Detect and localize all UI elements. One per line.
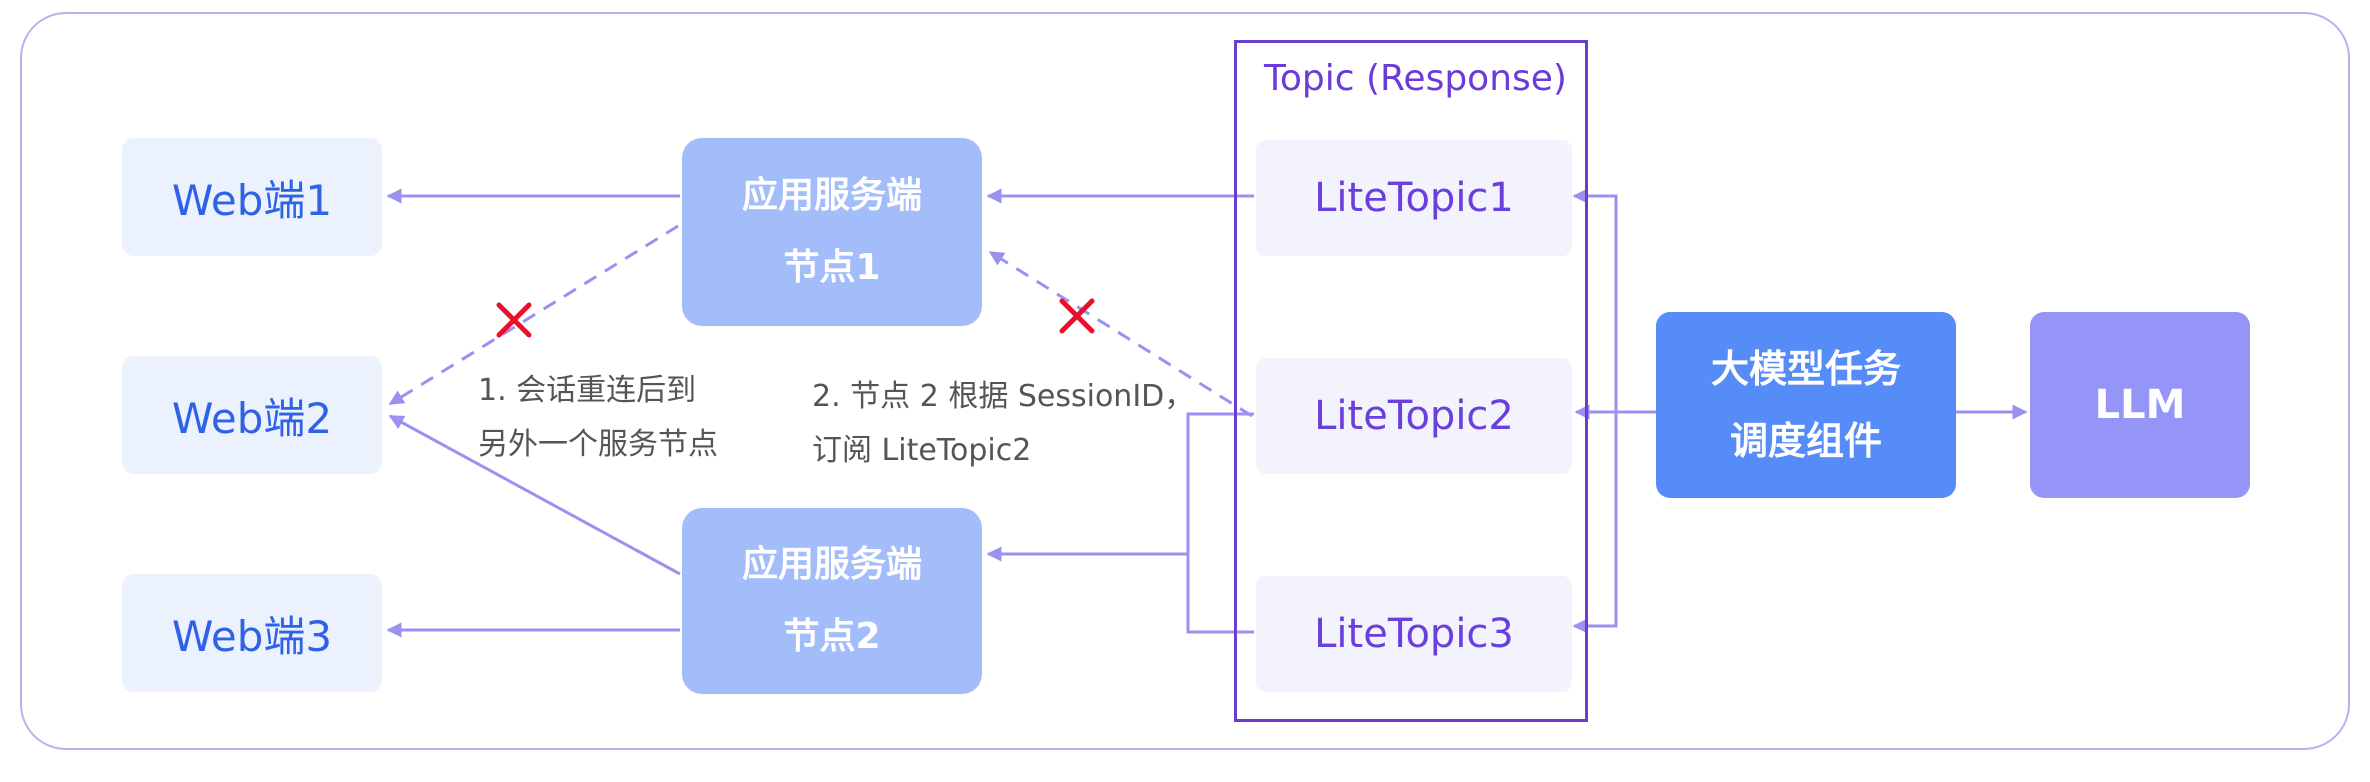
web-node-2: Web端2 [122,356,382,474]
note-subscribe: 2. 节点 2 根据 SessionID， 订阅 LiteTopic2 [812,370,1194,478]
lite-topic-3-label: LiteTopic3 [1314,611,1514,657]
app-node-1-line2: 节点1 [783,247,881,288]
bracket-lite-to-app2 [1186,412,1254,634]
app-node-1-line1: 应用服务端 [741,175,922,216]
arrow-app2-to-web2 [388,414,681,576]
app-node-2-line2: 节点2 [783,616,881,657]
cross-mark-right [1059,298,1095,334]
web-node-1-label: Web端1 [171,175,333,225]
app-node-1: 应用服务端 节点1 [682,138,982,326]
lite-topic-2-label: LiteTopic2 [1314,393,1514,439]
lite-topic-1-label: LiteTopic1 [1314,175,1514,221]
dashed-lite2-to-app1 [988,250,1253,418]
note-subscribe-line2: 订阅 LiteTopic2 [812,433,1032,468]
llm-label: LLM [2094,382,2186,428]
llm-task-scheduler: 大模型任务 调度组件 [1656,312,1956,498]
note-reconnect: 1. 会话重连后到 另外一个服务节点 [478,364,718,472]
topic-title: Topic (Response) [1264,58,1567,99]
outer-frame [20,12,2350,750]
web-node-1: Web端1 [122,138,382,256]
note-reconnect-line2: 另外一个服务节点 [478,427,718,462]
scheduler-line1: 大模型任务 [1710,347,1901,391]
lite-topic-3: LiteTopic3 [1256,576,1572,692]
cross-mark-left [496,302,532,338]
topic-response-frame [1234,40,1588,722]
note-subscribe-line1: 2. 节点 2 根据 SessionID， [812,379,1195,414]
dashed-app1-to-web2 [388,224,679,406]
lite-topic-1: LiteTopic1 [1256,140,1572,256]
note-reconnect-line1: 1. 会话重连后到 [478,373,697,408]
app-node-2-line1: 应用服务端 [741,544,922,585]
web-node-3: Web端3 [122,574,382,692]
lite-topic-2: LiteTopic2 [1256,358,1572,474]
llm-node: LLM [2030,312,2250,498]
web-node-2-label: Web端2 [171,393,333,443]
scheduler-line2: 调度组件 [1729,419,1882,463]
web-node-3-label: Web端3 [171,611,333,661]
app-node-2: 应用服务端 节点2 [682,508,982,694]
